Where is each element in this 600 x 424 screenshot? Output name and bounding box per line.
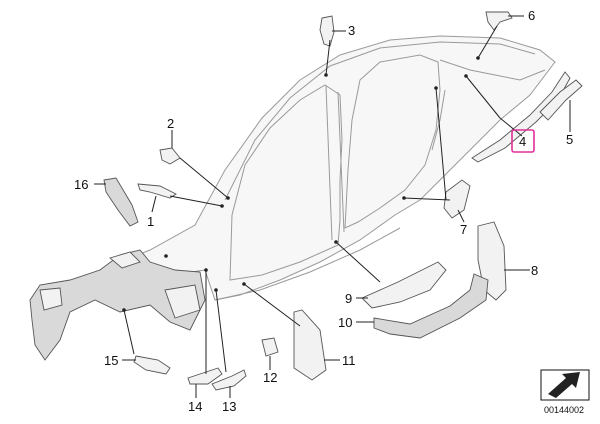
part-9-sill-cover[interactable] [361,261,447,309]
callout-14[interactable]: 14 [188,399,202,414]
diagram-code: 00144002 [544,405,584,415]
part-2-clip[interactable] [159,147,181,165]
part-3-bracket[interactable] [319,15,335,47]
callout-9[interactable]: 9 [345,291,352,306]
part-15-bracket[interactable] [133,355,171,375]
part-7-bracket[interactable] [443,179,471,219]
part-13-bracket[interactable] [211,369,247,391]
part-11-panel[interactable] [293,309,327,381]
callout-12[interactable]: 12 [263,370,277,385]
body-side-frame [78,35,556,301]
part-6-clip[interactable] [485,11,513,31]
callout-5[interactable]: 5 [566,132,573,147]
part-5-seal[interactable] [539,79,583,121]
callouts: 3 6 4 5 2 16 1 7 8 9 10 11 12 15 14 13 [74,8,573,414]
part-4-trim-strip[interactable] [471,71,571,163]
callout-1[interactable]: 1 [147,214,154,229]
callout-2[interactable]: 2 [167,116,174,131]
leader-lines [94,15,571,398]
callout-13[interactable]: 13 [222,399,236,414]
callout-7[interactable]: 7 [460,222,467,237]
callout-10[interactable]: 10 [338,315,352,330]
callout-4[interactable]: 4 [519,134,526,149]
front-structure [29,249,206,361]
callout-11[interactable]: 11 [342,353,356,368]
callout-4-highlight [511,129,535,153]
callout-15[interactable]: 15 [104,353,118,368]
part-16-bracket[interactable] [103,177,139,227]
part-12-clip[interactable] [261,337,279,357]
part-10-sill-trim[interactable] [373,273,489,339]
part-1-pin[interactable] [137,183,177,199]
forward-arrow-icon [548,372,580,398]
callout-8[interactable]: 8 [531,263,538,278]
nav-arrow-box[interactable] [540,369,590,401]
anchor-dots [122,56,480,312]
callout-16[interactable]: 16 [74,177,88,192]
callout-6[interactable]: 6 [528,8,535,23]
callout-3[interactable]: 3 [348,23,355,38]
